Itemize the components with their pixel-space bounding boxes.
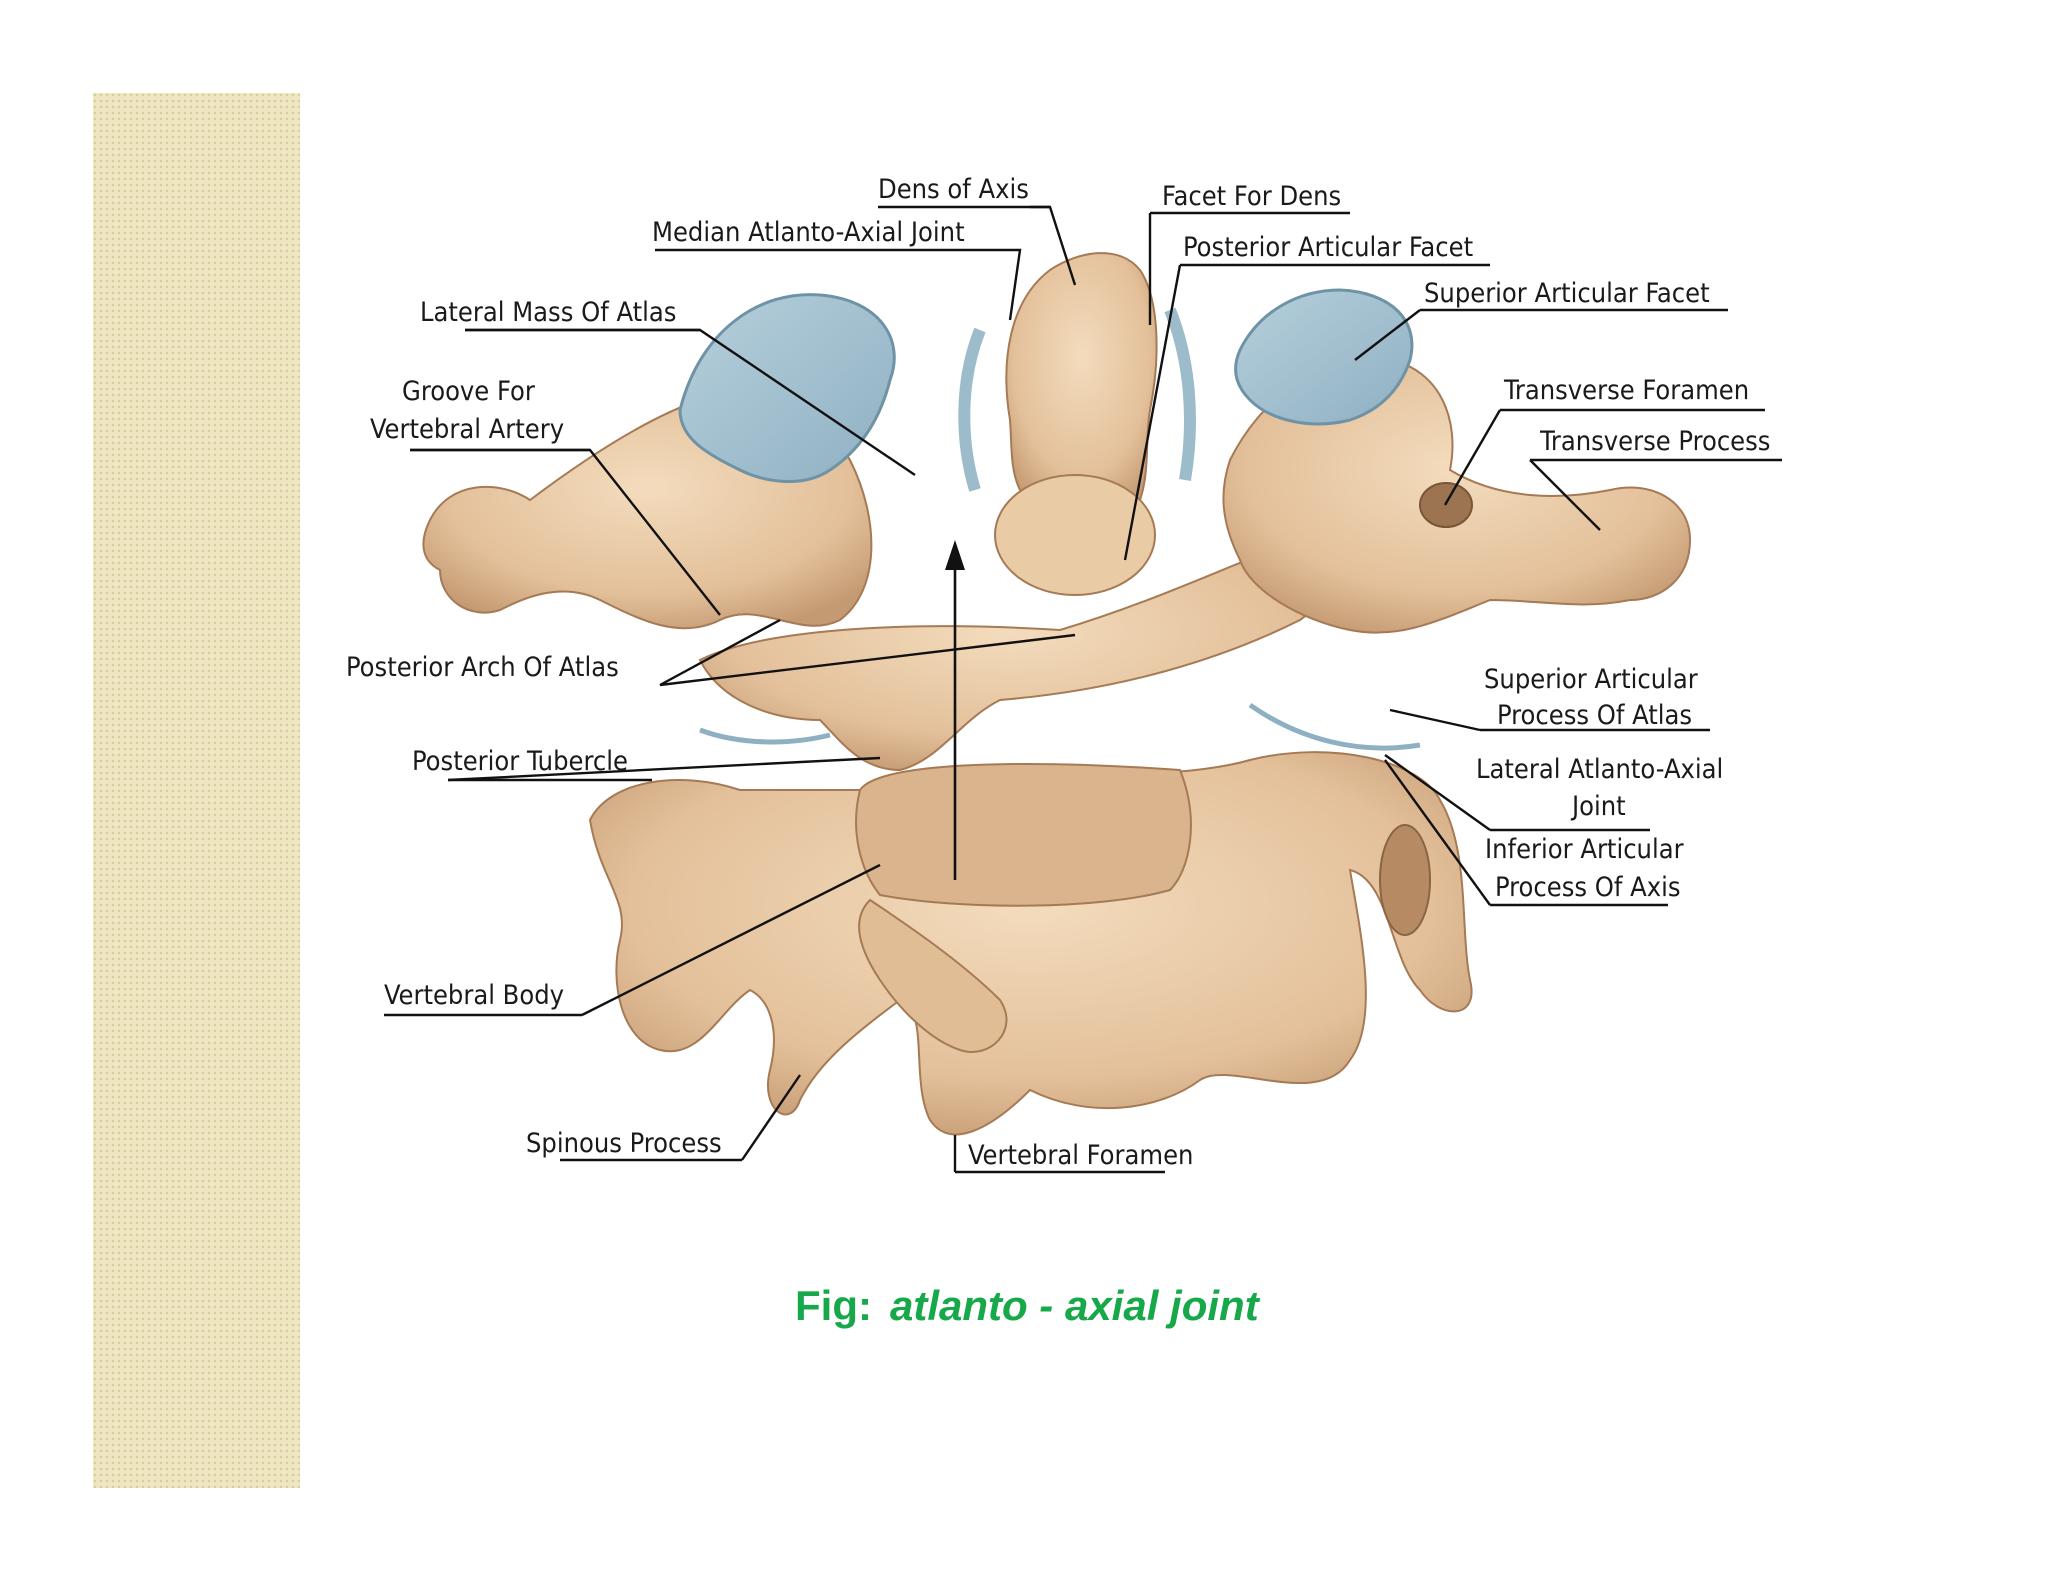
- figure-caption: Fig: atlanto - axial joint: [795, 1282, 1355, 1330]
- label-lateral-joint-line-2: Joint: [1570, 791, 1626, 822]
- label-superior-process-line-1: Superior Articular: [1484, 664, 1698, 695]
- label-superior-articular-facet: Superior Articular Facet: [1424, 278, 1710, 309]
- label-lateral-joint-line-1: Lateral Atlanto-Axial: [1476, 754, 1723, 785]
- label-facet-for-dens: Facet For Dens: [1162, 181, 1341, 212]
- label-inferior-process-line-2: Process Of Axis: [1495, 872, 1681, 903]
- label-vertebral-body: Vertebral Body: [384, 980, 564, 1011]
- label-lateral-mass-of-atlas: Lateral Mass Of Atlas: [420, 297, 676, 328]
- labels: Dens of Axis Median Atlanto-Axial Joint …: [346, 174, 1782, 1174]
- atlas-posterior-arch: [698, 538, 1324, 772]
- label-posterior-articular-facet: Posterior Articular Facet: [1183, 232, 1473, 263]
- caption-prefix: Fig:: [795, 1282, 872, 1329]
- label-transverse-foramen: Transverse Foramen: [1503, 375, 1749, 406]
- label-transverse-process: Transverse Process: [1539, 426, 1770, 457]
- axis-vertebra: [588, 751, 1473, 1136]
- label-groove-line-2: Vertebral Artery: [370, 414, 564, 445]
- label-vertebral-foramen: Vertebral Foramen: [968, 1140, 1193, 1171]
- decorative-side-strip: [93, 93, 300, 1488]
- vertebrae-illustration: [422, 252, 1692, 1136]
- caption-title: atlanto - axial joint: [889, 1282, 1259, 1329]
- label-spinous-process: Spinous Process: [526, 1128, 722, 1159]
- label-superior-process-line-2: Process Of Atlas: [1497, 700, 1692, 731]
- label-posterior-arch-of-atlas: Posterior Arch Of Atlas: [346, 652, 619, 683]
- label-median-atlanto-axial-joint: Median Atlanto-Axial Joint: [652, 217, 965, 248]
- label-dens-of-axis: Dens of Axis: [878, 174, 1029, 205]
- label-posterior-tubercle: Posterior Tubercle: [412, 746, 628, 777]
- label-inferior-process-line-1: Inferior Articular: [1485, 834, 1684, 865]
- label-groove-line-1: Groove For: [402, 376, 535, 407]
